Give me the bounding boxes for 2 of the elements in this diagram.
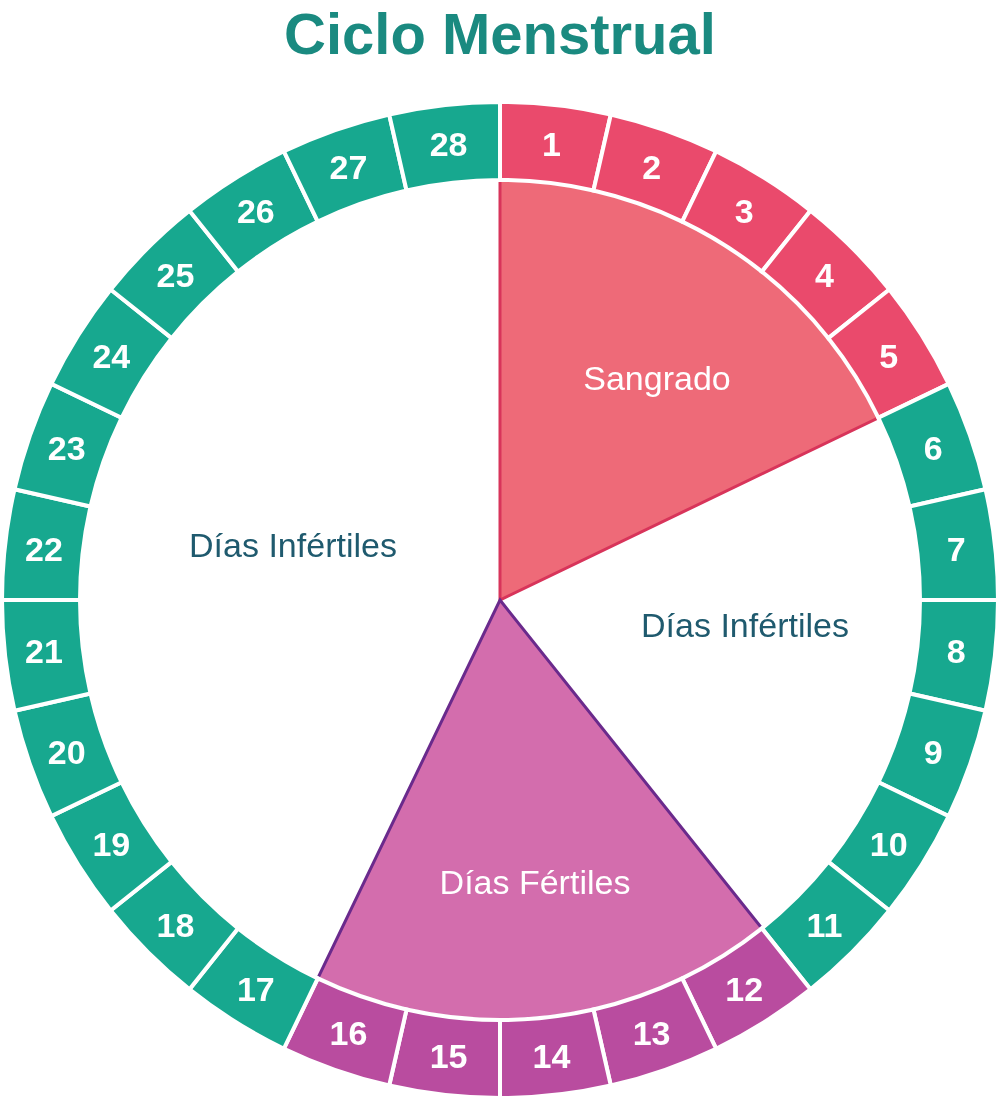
infertile-days-label: Días Infértiles [189, 526, 397, 564]
title: Ciclo Menstrual [283, 0, 717, 67]
